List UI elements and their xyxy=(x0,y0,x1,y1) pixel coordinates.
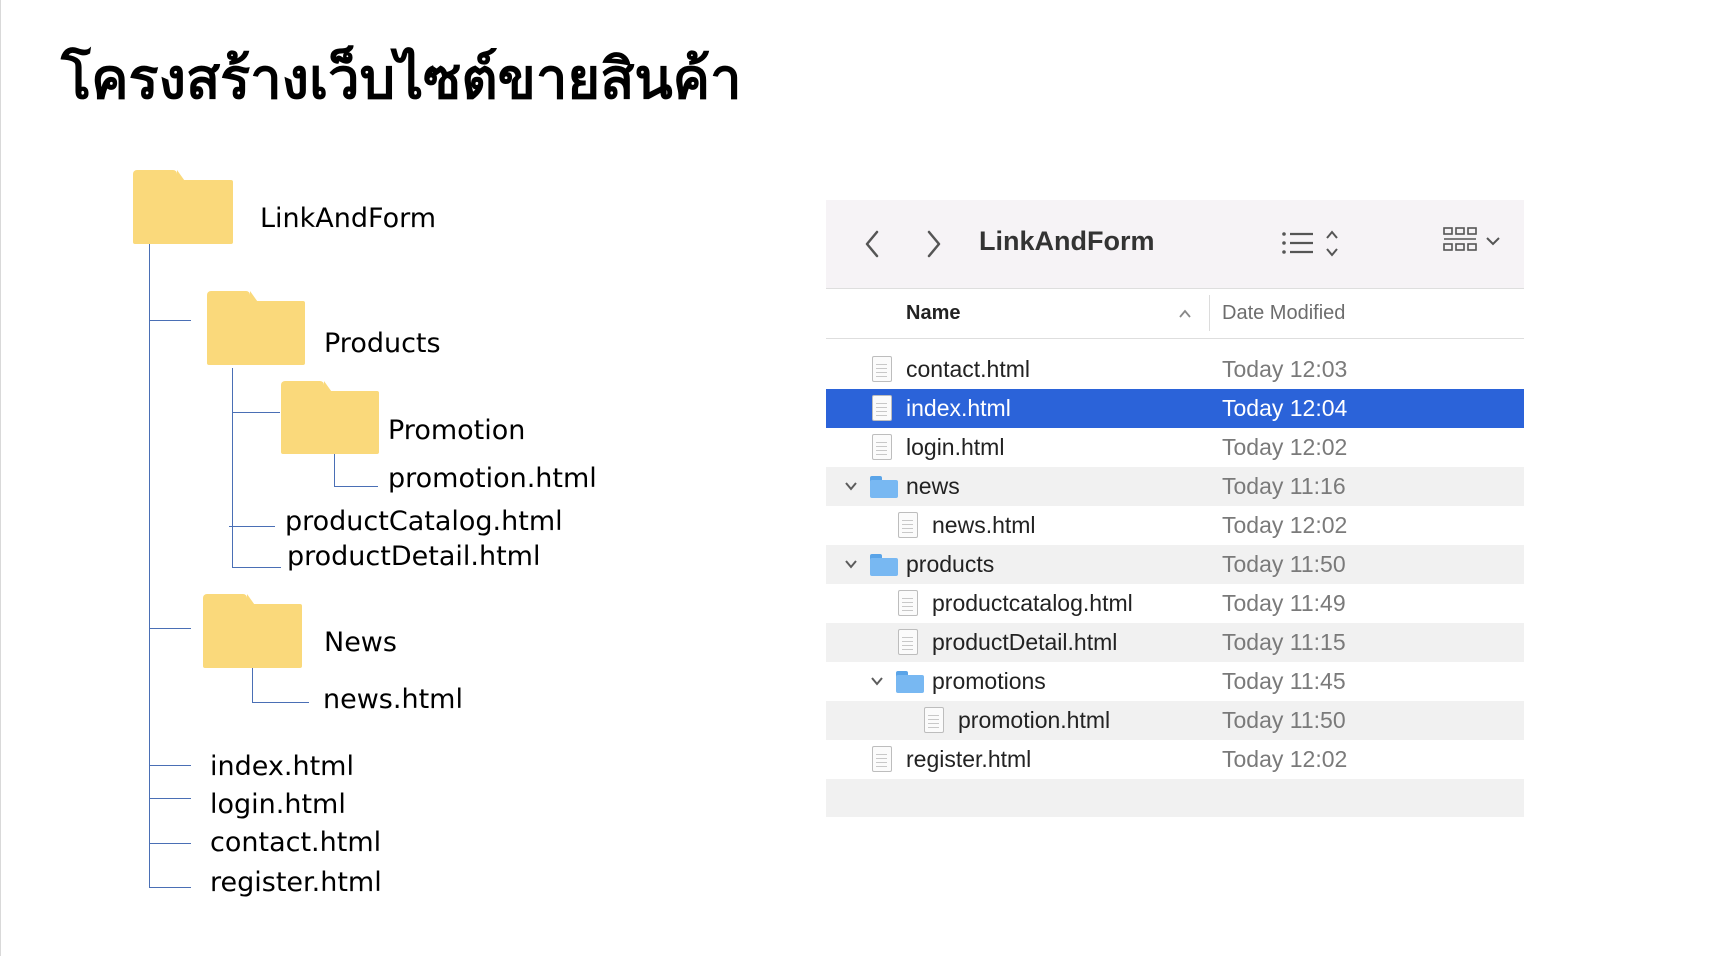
tree-line xyxy=(149,320,191,321)
chevron-left-icon[interactable] xyxy=(862,228,882,260)
tree-label-register: register.html xyxy=(210,867,382,898)
list-view-icon[interactable] xyxy=(1281,230,1339,258)
folder-row[interactable]: promotions Today 11:45 xyxy=(826,662,1524,701)
tree-line xyxy=(149,843,191,844)
file-row[interactable]: promotion.html Today 11:50 xyxy=(826,701,1524,740)
folder-row[interactable]: news Today 11:16 xyxy=(826,467,1524,506)
promotion-folder-icon xyxy=(281,381,379,454)
column-separator[interactable] xyxy=(1209,295,1210,331)
file-date-modified: Today 12:02 xyxy=(1222,746,1348,772)
page-title: โครงสร้างเว็บไซต์ขายสินค้า xyxy=(61,47,742,112)
sort-ascending-icon[interactable] xyxy=(1178,309,1192,319)
tree-line xyxy=(232,412,280,413)
tree-line xyxy=(149,887,191,888)
document-icon xyxy=(898,590,918,616)
folder-row[interactable]: products Today 11:50 xyxy=(826,545,1524,584)
file-date-modified: Today 11:45 xyxy=(1222,668,1346,694)
file-date-modified: Today 11:50 xyxy=(1222,707,1346,733)
grid-view-icon[interactable] xyxy=(1443,226,1505,260)
tree-line xyxy=(149,798,191,799)
tree-label-login: login.html xyxy=(210,789,346,820)
tree-line xyxy=(149,628,191,629)
document-icon xyxy=(872,746,892,772)
tree-line xyxy=(252,668,253,702)
document-icon xyxy=(872,434,892,460)
tree-label-promotion-file: promotion.html xyxy=(388,463,597,494)
tree-line xyxy=(232,567,281,568)
file-name: register.html xyxy=(906,746,1032,772)
tree-line xyxy=(149,765,191,766)
file-name: login.html xyxy=(906,434,1005,460)
file-row[interactable]: index.html Today 12:04 xyxy=(826,389,1524,428)
file-date-modified: Today 12:03 xyxy=(1222,356,1348,382)
document-icon xyxy=(924,707,944,733)
file-date-modified: Today 12:04 xyxy=(1222,395,1348,421)
chevron-right-icon[interactable] xyxy=(924,228,944,260)
folder-icon xyxy=(896,671,924,693)
tree-label-contact: contact.html xyxy=(210,827,382,858)
tree-label-root: LinkAndForm xyxy=(260,203,437,234)
document-icon xyxy=(872,395,892,421)
column-header-name[interactable]: Name xyxy=(906,302,961,324)
file-date-modified: Today 12:02 xyxy=(1222,434,1348,460)
file-row[interactable]: contact.html Today 12:03 xyxy=(826,350,1524,389)
file-name: productDetail.html xyxy=(932,629,1118,655)
document-icon xyxy=(898,512,918,538)
file-date-modified: Today 11:50 xyxy=(1222,551,1346,577)
tree-label-product-detail: productDetail.html xyxy=(287,541,541,572)
folder-icon xyxy=(870,554,898,576)
root-folder-icon xyxy=(133,170,233,244)
document-icon xyxy=(872,356,892,382)
tree-label-promotion-folder: Promotion xyxy=(388,415,526,446)
tree-label-product-catalog: productCatalog.html xyxy=(285,506,563,537)
column-header: Name Date Modified xyxy=(826,289,1524,339)
file-row[interactable]: news.html Today 12:02 xyxy=(826,506,1524,545)
file-date-modified: Today 11:16 xyxy=(1222,473,1346,499)
document-icon xyxy=(898,629,918,655)
chevron-down-icon[interactable] xyxy=(844,474,858,503)
tree-line xyxy=(229,526,275,527)
file-name: promotion.html xyxy=(958,707,1111,733)
file-row[interactable]: login.html Today 12:02 xyxy=(826,428,1524,467)
file-name: news.html xyxy=(932,512,1036,538)
folder-icon xyxy=(870,476,898,498)
tree-label-news-file: news.html xyxy=(323,684,463,715)
finder-toolbar: LinkAndForm xyxy=(826,200,1524,289)
finder-window: LinkAndForm Name xyxy=(826,200,1524,817)
file-date-modified: Today 12:02 xyxy=(1222,512,1348,538)
file-row[interactable]: productDetail.html Today 11:15 xyxy=(826,623,1524,662)
tree-line xyxy=(334,454,335,486)
chevron-down-icon[interactable] xyxy=(844,552,858,581)
file-date-modified: Today 11:49 xyxy=(1222,590,1346,616)
tree-label-index: index.html xyxy=(210,751,354,782)
file-row[interactable]: productcatalog.html Today 11:49 xyxy=(826,584,1524,623)
tree-line xyxy=(232,368,233,568)
products-folder-icon xyxy=(207,291,305,365)
file-name: contact.html xyxy=(906,356,1030,382)
tree-line xyxy=(252,702,309,703)
tree-label-news-folder: News xyxy=(324,627,397,658)
file-date-modified: Today 11:15 xyxy=(1222,629,1346,655)
folder-tree-diagram: LinkAndForm Products Promotion promotion… xyxy=(1,0,761,956)
file-name: products xyxy=(906,551,995,577)
file-name: promotions xyxy=(932,668,1046,694)
tree-line xyxy=(334,486,378,487)
column-header-date[interactable]: Date Modified xyxy=(1222,302,1346,324)
tree-line xyxy=(149,244,150,888)
finder-window-title: LinkAndForm xyxy=(979,226,1155,256)
file-name: index.html xyxy=(906,395,1011,421)
tree-label-products: Products xyxy=(324,328,441,359)
news-folder-icon xyxy=(203,594,302,668)
file-name: news xyxy=(906,473,960,499)
file-name: productcatalog.html xyxy=(932,590,1133,616)
file-row[interactable]: register.html Today 12:02 xyxy=(826,740,1524,779)
empty-row xyxy=(826,779,1524,817)
chevron-down-icon[interactable] xyxy=(870,669,884,698)
